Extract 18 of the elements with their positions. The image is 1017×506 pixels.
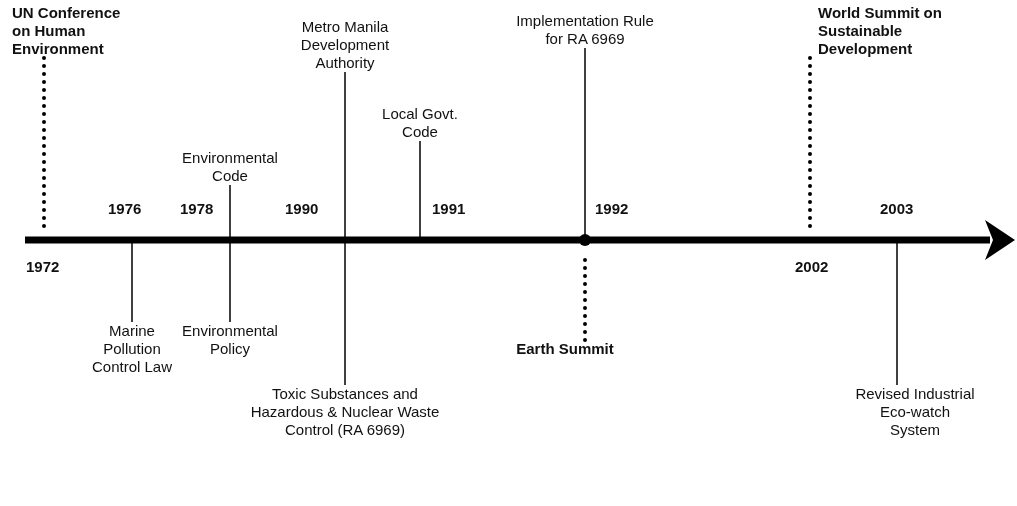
event-label: Local Govt. Code bbox=[365, 105, 475, 141]
year-label: 1991 bbox=[432, 200, 466, 218]
event-label: Implementation Rule for RA 6969 bbox=[510, 12, 660, 48]
year-label: 1978 bbox=[180, 200, 214, 218]
event-label: Revised Industrial Eco-watch System bbox=[855, 385, 975, 439]
event-label: Environmental Code bbox=[170, 149, 290, 185]
event-label: UN Conference on Human Environment bbox=[12, 4, 122, 58]
event-label: World Summit on Sustainable Development bbox=[818, 4, 958, 58]
leader-line bbox=[579, 47, 591, 246]
event-label: Toxic Substances and Hazardous & Nuclear Waste Control (RA 6969) bbox=[235, 385, 455, 439]
year-label: 2003 bbox=[880, 200, 914, 218]
year-label: 1972 bbox=[26, 258, 60, 276]
event-label: Metro Manila Development Authority bbox=[270, 18, 420, 72]
year-label: 1990 bbox=[285, 200, 319, 218]
year-label: 2002 bbox=[795, 258, 829, 276]
year-label: 1976 bbox=[108, 200, 142, 218]
year-label: 1992 bbox=[595, 200, 629, 218]
event-label: Earth Summit bbox=[500, 340, 630, 358]
